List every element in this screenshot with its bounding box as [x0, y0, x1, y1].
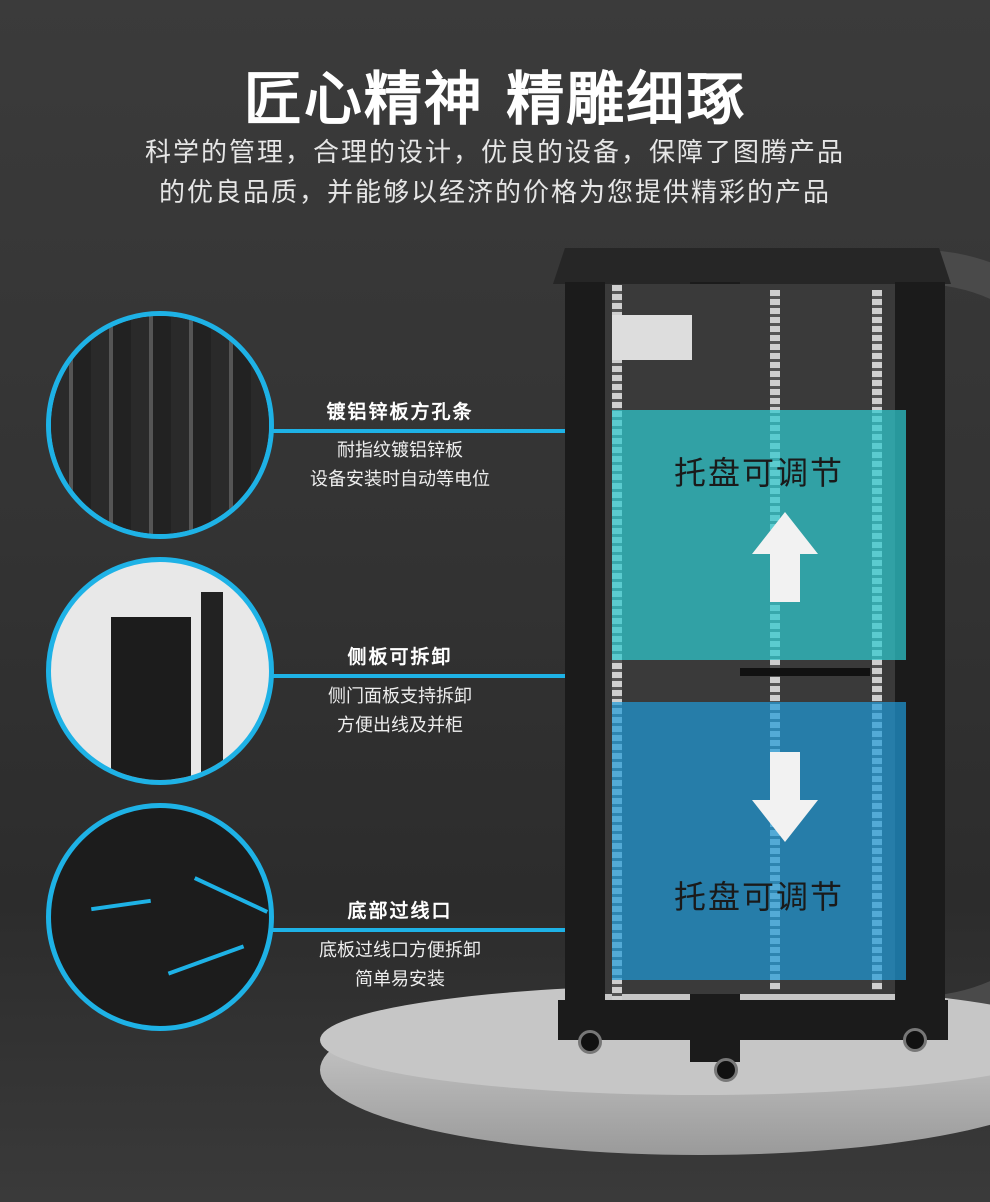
rail-photo-placeholder [51, 316, 269, 534]
cabinet-post-shape [201, 592, 223, 780]
feature-title: 侧板可拆卸 [347, 646, 453, 668]
feature-desc-line: 方便出线及并柜 [337, 715, 463, 736]
feature-desc-line: 耐指纹镀铝锌板 [337, 440, 463, 461]
feature-title: 镀铝锌板方孔条 [326, 401, 474, 423]
feature-image-rail [46, 311, 274, 539]
upper-tray-highlight [612, 410, 906, 660]
cable-port-marker [167, 944, 245, 976]
arrow-up-icon [752, 512, 818, 602]
feature-connector-line [270, 429, 566, 433]
feature-desc-line: 侧门面板支持拆卸 [328, 686, 472, 707]
cabinet-top [553, 248, 951, 284]
feature-image-side-panel [46, 557, 274, 785]
feature-connector-line [270, 928, 566, 932]
feature-connector-line [270, 674, 566, 678]
subtitle-line-2: 的优良品质，并能够以经济的价格为您提供精彩的产品 [158, 178, 831, 208]
cable-port-marker [91, 898, 151, 912]
caster-wheel [714, 1058, 738, 1082]
caster-wheel [903, 1028, 927, 1052]
rail-bracket [612, 315, 692, 360]
cable-port-marker [193, 876, 269, 914]
upper-tray-label: 托盘可调节 [673, 454, 844, 492]
caster-wheel [578, 1030, 602, 1054]
tray-shelf [740, 668, 870, 676]
lower-tray-highlight [612, 702, 906, 980]
subtitle-line-1: 科学的管理，合理的设计，优良的设备，保障了图腾产品 [144, 138, 845, 168]
feature-image-cable-port [46, 803, 274, 1031]
page-title: 匠心精神 精雕细琢 [243, 65, 747, 133]
cabinet-post [565, 282, 605, 1002]
arrow-down-icon [752, 752, 818, 842]
cabinet-base [558, 1000, 948, 1040]
feature-desc-line: 设备安装时自动等电位 [310, 469, 490, 490]
feature-desc-line: 简单易安装 [355, 969, 445, 990]
lower-tray-label: 托盘可调节 [673, 878, 844, 916]
feature-title: 底部过线口 [347, 900, 453, 922]
side-panel-shape [111, 617, 191, 780]
feature-desc-line: 底板过线口方便拆卸 [319, 940, 481, 961]
